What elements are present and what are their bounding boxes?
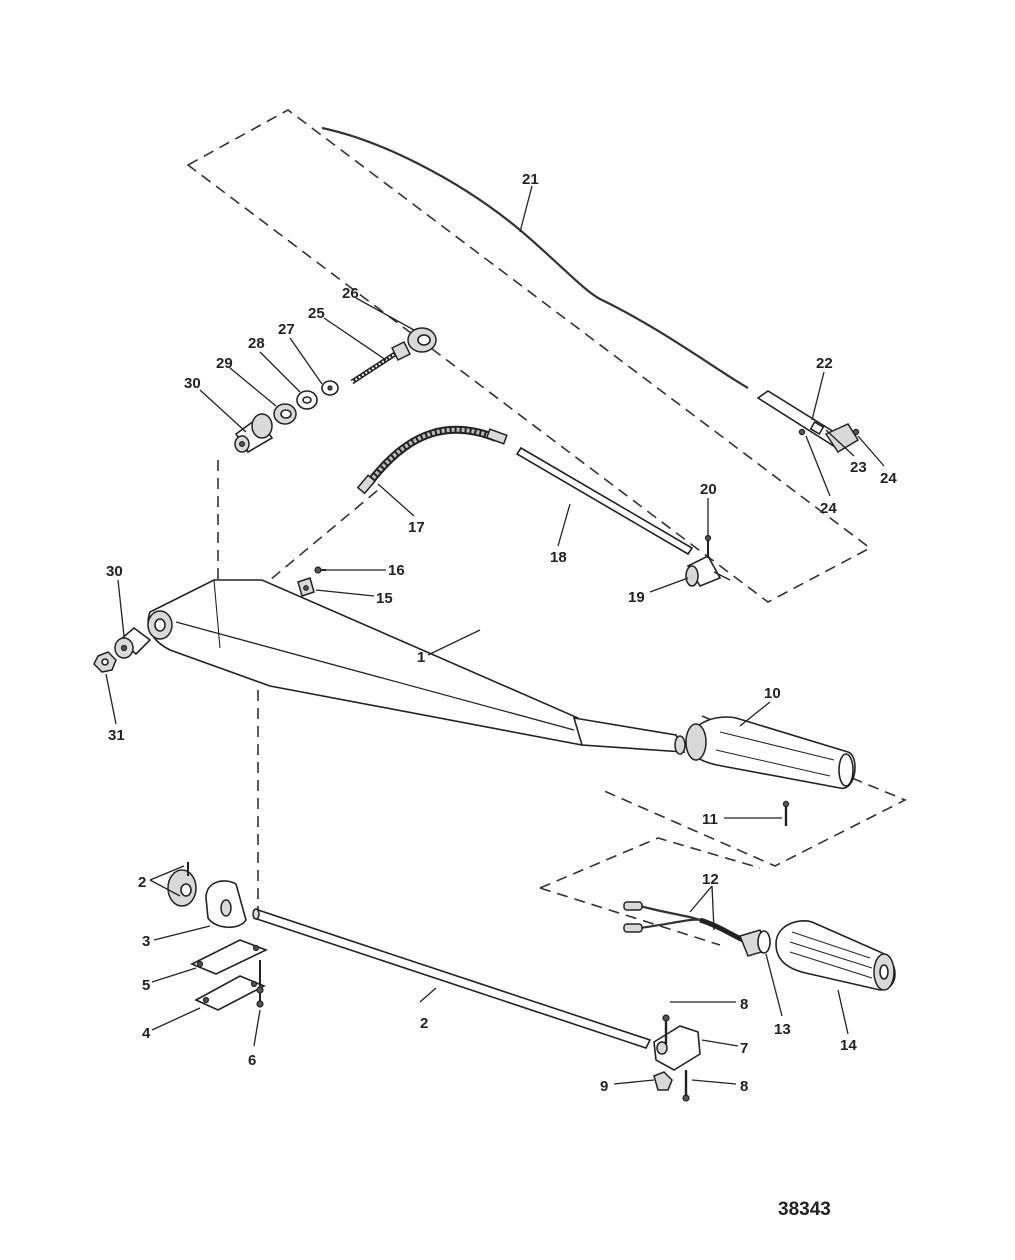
callout-7: 7 [740, 1040, 748, 1057]
callout-13: 13 [774, 1021, 791, 1038]
callout-20: 20 [700, 481, 717, 498]
part-12-switch-leads [623, 901, 749, 945]
callout-22: 22 [816, 355, 833, 372]
callout-8-lower: 8 [740, 1078, 748, 1095]
part-3-lever [205, 880, 247, 929]
part-2-knob [167, 862, 197, 907]
part-24-screw-upper [852, 428, 860, 436]
callout-4: 4 [142, 1025, 151, 1042]
callout-labels: 1 2 2 3 4 5 6 7 8 8 9 10 11 12 13 14 15 … [106, 171, 897, 1220]
part-6-screws [256, 960, 264, 1008]
callout-23: 23 [850, 459, 867, 476]
part-7-clamp-block [653, 1025, 701, 1071]
part-30-bushing-upper [234, 413, 274, 454]
callout-30-upper: 30 [184, 375, 201, 392]
part-8-screw-upper [662, 1014, 670, 1044]
part-15-clip [297, 577, 315, 597]
part-4-plate [194, 975, 266, 1011]
callout-8-upper: 8 [740, 996, 748, 1013]
group-outline-stop-switch [539, 837, 761, 946]
part-1-tiller-handle [147, 579, 686, 755]
callout-15: 15 [376, 590, 393, 607]
leader-lines [105, 185, 885, 1085]
callout-19: 19 [628, 589, 645, 606]
part-8-screw-lower [682, 1070, 690, 1102]
callout-9: 9 [600, 1078, 608, 1095]
part-20-screw [704, 534, 712, 558]
part-21-throttle-cable [321, 126, 749, 389]
callout-21: 21 [522, 171, 539, 188]
callout-16: 16 [388, 562, 405, 579]
callout-26: 26 [342, 285, 359, 302]
part-13-switch-body [738, 929, 771, 957]
part-14-grip-handle [775, 920, 896, 991]
callout-17: 17 [408, 519, 425, 536]
callout-2-rod: 2 [420, 1015, 428, 1032]
callout-3: 3 [142, 933, 150, 950]
part-24-screw-lower [798, 428, 806, 436]
callout-27: 27 [278, 321, 295, 338]
group-outline-throttle-cable [186, 109, 872, 603]
part-17-cable-housing [356, 425, 508, 495]
callout-18: 18 [550, 549, 567, 566]
callout-30-lower: 30 [106, 563, 123, 580]
part-19-coupler [685, 554, 731, 587]
callout-24-right: 24 [880, 470, 897, 487]
part-9-wing-nut [653, 1071, 673, 1091]
callout-5: 5 [142, 977, 150, 994]
callout-28: 28 [248, 335, 265, 352]
part-27-washer [321, 380, 339, 396]
callout-12: 12 [702, 871, 719, 888]
part-5-plate [190, 939, 269, 975]
callout-14: 14 [840, 1037, 857, 1054]
callout-11: 11 [702, 811, 718, 828]
part-25-bolt [350, 340, 412, 385]
callout-24-left: 24 [820, 500, 837, 517]
part-22-cable-sleeve [756, 390, 860, 454]
alignment-lines [217, 460, 379, 915]
part-30-bushing-lower [114, 626, 152, 659]
callout-6: 6 [248, 1052, 256, 1069]
callout-31: 31 [108, 727, 125, 744]
part-31-nut [93, 651, 117, 673]
callout-2-knob: 2 [138, 874, 146, 891]
part-28-washer [296, 390, 318, 410]
part-10-grip-sleeve [685, 716, 856, 789]
part-26-grommet [407, 327, 437, 353]
part-23-pin [809, 420, 825, 436]
figure-number: 38343 [778, 1199, 831, 1220]
callout-29: 29 [216, 355, 233, 372]
part-2-shift-rod [252, 908, 652, 1049]
part-18-shaft [515, 446, 694, 556]
callout-25: 25 [308, 305, 325, 322]
part-11-screw [782, 800, 790, 826]
part-29-bushing [273, 403, 297, 425]
callout-1: 1 [417, 649, 425, 666]
callout-10: 10 [764, 685, 781, 702]
